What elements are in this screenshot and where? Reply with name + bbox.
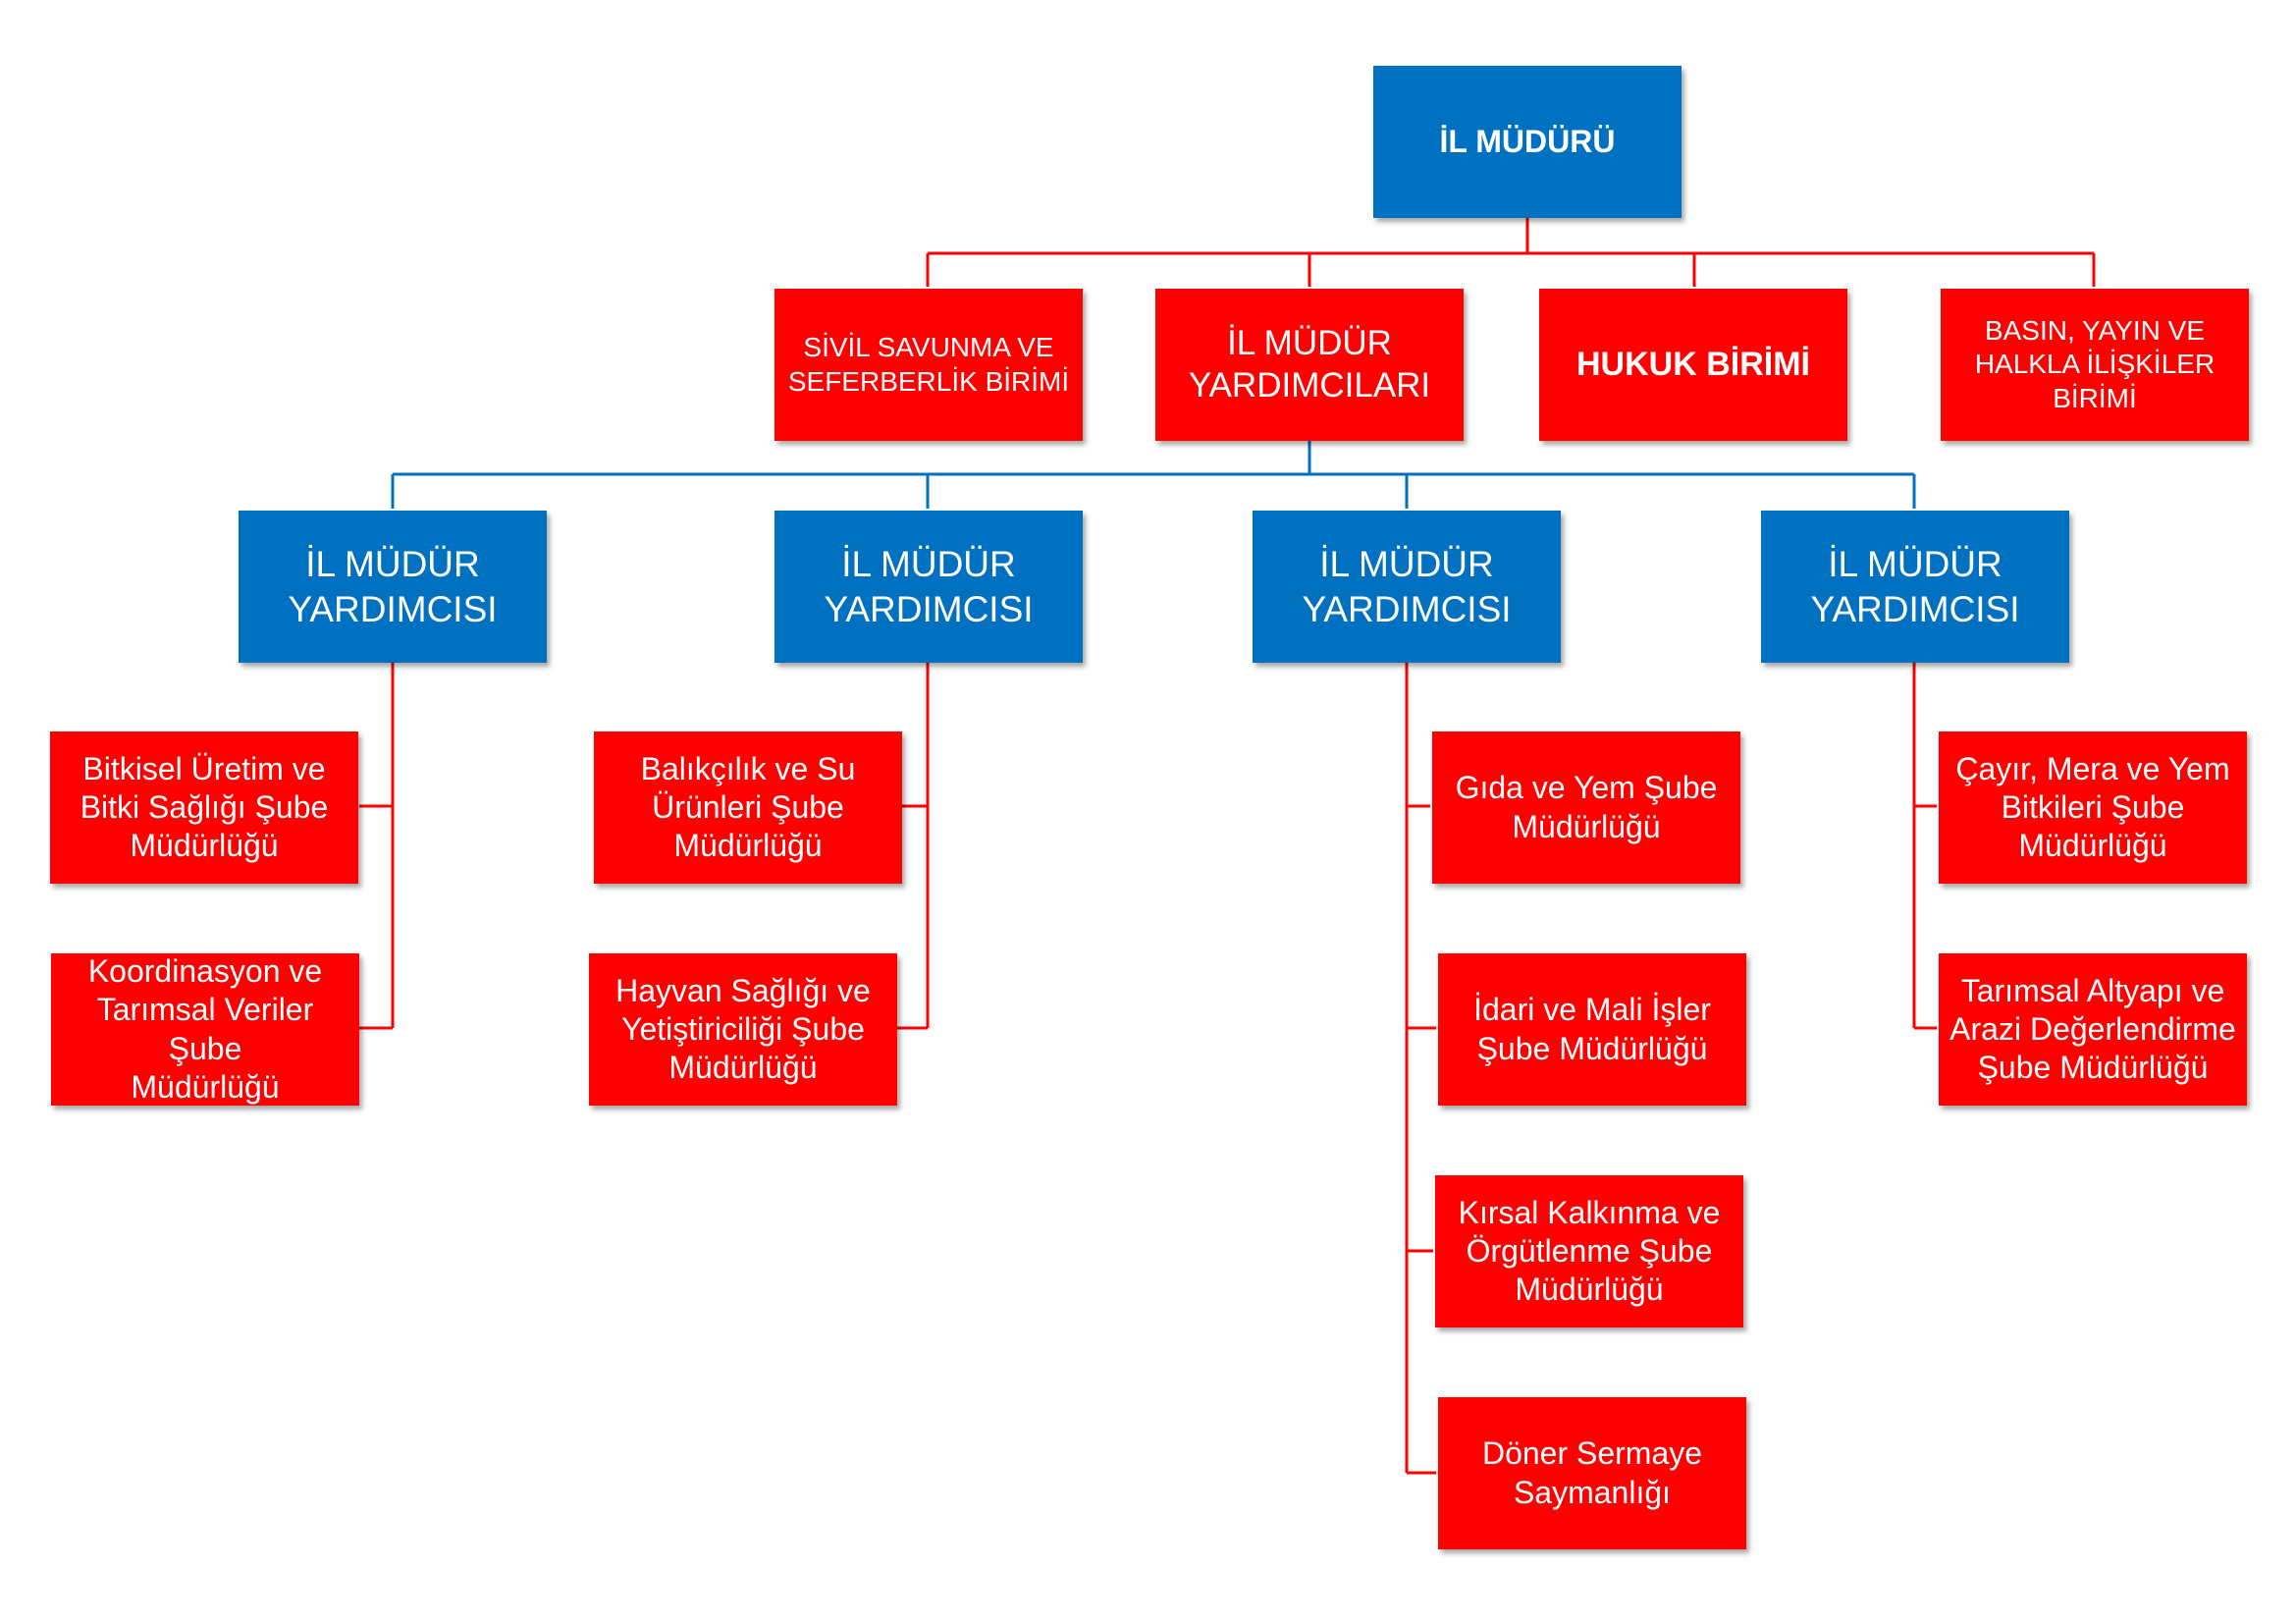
- deputy-2-unit-connectors: [897, 663, 930, 1030]
- deputy-director-label: İL MÜDÜR YARDIMCISI: [824, 544, 1034, 629]
- director-label: İL MÜDÜRÜ: [1439, 123, 1616, 159]
- branch-unit-box: Balıkçılık ve Su Ürünleri Şube Müdürlüğü: [594, 731, 902, 884]
- legal-unit-box: HUKUK BİRİMİ: [1539, 289, 1847, 441]
- deputy-director-box-2: İL MÜDÜR YARDIMCISI: [774, 511, 1083, 663]
- deputy-directors-group-box: İL MÜDÜR YARDIMCILARI: [1155, 289, 1464, 441]
- civil-defense-unit-box: SİVİL SAVUNMA VE SEFERBERLİK BİRİMİ: [774, 289, 1083, 441]
- branch-unit-label: Bitkisel Üretim ve Bitki Sağlığı Şube Mü…: [80, 750, 329, 864]
- deputy-director-label: İL MÜDÜR YARDIMCISI: [1302, 544, 1512, 629]
- branch-unit-label: Çayır, Mera ve Yem Bitkileri Şube Müdürl…: [1955, 750, 2230, 864]
- branch-unit-label: Balıkçılık ve Su Ürünleri Şube Müdürlüğü: [640, 750, 856, 864]
- deputy-4-unit-connectors: [1912, 663, 1937, 1030]
- director-connectors: [926, 218, 2096, 287]
- branch-unit-label: Kırsal Kalkınma ve Örgütlenme Şube Müdür…: [1458, 1194, 1721, 1308]
- branch-unit-label: Gıda ve Yem Şube Müdürlüğü: [1455, 770, 1718, 844]
- deputy-director-box-3: İL MÜDÜR YARDIMCISI: [1253, 511, 1561, 663]
- branch-unit-label: Hayvan Sağlığı ve Yetiştiriciliği Şube M…: [615, 972, 871, 1086]
- branch-unit-label: Döner Sermaye Saymanlığı: [1481, 1435, 1703, 1510]
- press-relations-unit-label: BASIN, YAYIN VE HALKLA İLİŞKİLER BİRİMİ: [1974, 315, 2216, 413]
- deputy-director-box-4: İL MÜDÜR YARDIMCISI: [1761, 511, 2069, 663]
- branch-unit-box: Döner Sermaye Saymanlığı: [1438, 1397, 1746, 1549]
- branch-unit-box: Çayır, Mera ve Yem Bitkileri Şube Müdürl…: [1939, 731, 2247, 884]
- branch-unit-box: Kırsal Kalkınma ve Örgütlenme Şube Müdür…: [1435, 1175, 1743, 1327]
- branch-unit-box: Gıda ve Yem Şube Müdürlüğü: [1432, 731, 1740, 884]
- branch-unit-box: Tarımsal Altyapı ve Arazi Değerlendirme …: [1939, 953, 2247, 1106]
- press-relations-unit-box: BASIN, YAYIN VE HALKLA İLİŞKİLER BİRİMİ: [1941, 289, 2249, 441]
- branch-unit-box: İdari ve Mali İşler Şube Müdürlüğü: [1438, 953, 1746, 1106]
- deputy-directors-group-label: İL MÜDÜR YARDIMCILARI: [1188, 323, 1431, 405]
- deputy-director-box-1: İL MÜDÜR YARDIMCISI: [239, 511, 547, 663]
- branch-unit-box: Bitkisel Üretim ve Bitki Sağlığı Şube Mü…: [50, 731, 358, 884]
- branch-unit-box: Hayvan Sağlığı ve Yetiştiriciliği Şube M…: [589, 953, 897, 1106]
- branch-unit-box: Koordinasyon ve Tarımsal Veriler Şube Mü…: [51, 953, 359, 1106]
- civil-defense-unit-label: SİVİL SAVUNMA VE SEFERBERLİK BİRİMİ: [787, 332, 1070, 397]
- deputy-director-label: İL MÜDÜR YARDIMCISI: [1810, 544, 2020, 629]
- branch-unit-label: Tarımsal Altyapı ve Arazi Değerlendirme …: [1949, 972, 2236, 1086]
- branch-unit-label: Koordinasyon ve Tarımsal Veriler Şube Mü…: [87, 953, 323, 1105]
- branch-unit-label: İdari ve Mali İşler Şube Müdürlüğü: [1473, 992, 1711, 1066]
- deputy-3-unit-connectors: [1405, 663, 1436, 1475]
- deputy-director-label: İL MÜDÜR YARDIMCISI: [288, 544, 498, 629]
- director-box: İL MÜDÜRÜ: [1373, 66, 1682, 218]
- deputy-1-unit-connectors: [359, 663, 395, 1030]
- deputies-connectors: [391, 440, 1916, 509]
- legal-unit-label: HUKUK BİRİMİ: [1576, 345, 1810, 383]
